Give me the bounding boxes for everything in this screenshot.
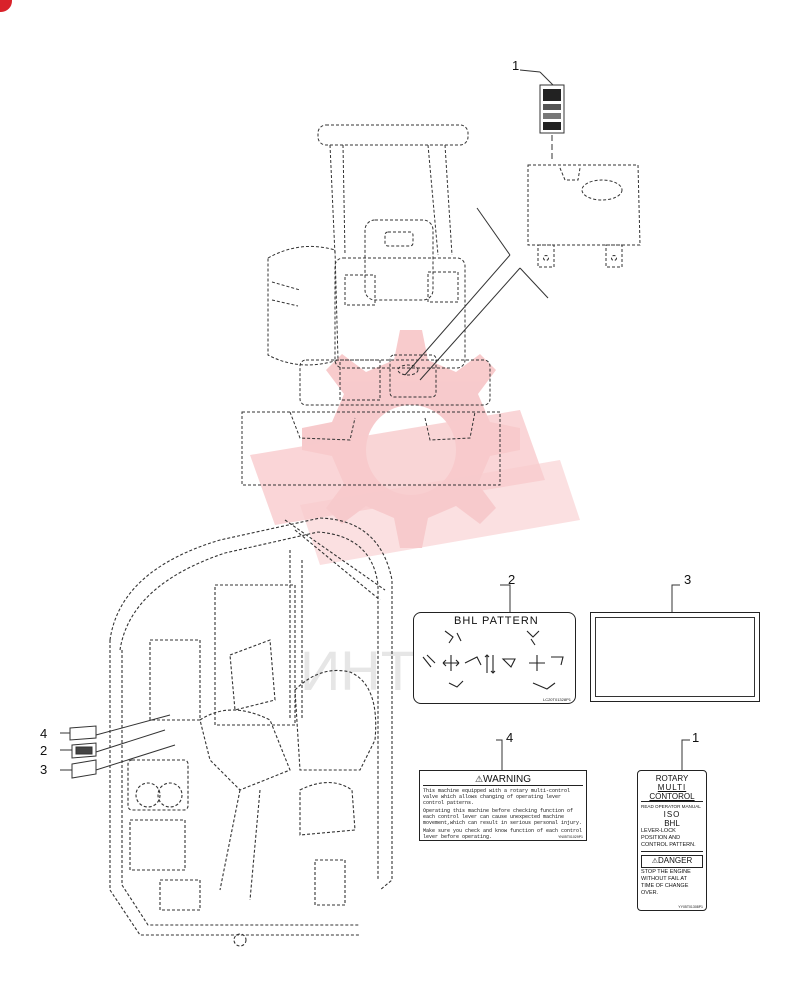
danger-triangle-icon: ⚠: [651, 858, 659, 865]
rotary-line-5: ISO: [663, 810, 681, 819]
rotary-line-7: LEVER-LOCK: [641, 828, 676, 834]
rotary-control-decal: ROTARY MULTI CONTOROL READ OPERATOR MANU…: [637, 770, 707, 911]
callout-cab-3: 3: [40, 762, 48, 777]
bhl-pattern-icons: [422, 630, 564, 690]
rotary-line-6: BHL: [664, 819, 680, 828]
rotary-line-8: POSITION AND: [641, 835, 681, 841]
danger-title: DANGER: [658, 856, 693, 865]
warning-decal: ⚠WARNING This machine equipped with a ro…: [419, 770, 587, 841]
callout-top-decal: 1: [512, 58, 520, 73]
watermark-gear: [250, 330, 580, 565]
warning-title: WARNING: [483, 774, 532, 785]
rotary-line-3: CONTOROL: [641, 792, 703, 802]
rotary-line-1: ROTARY: [655, 774, 689, 783]
bhl-pattern-title: BHL PATTERN: [454, 615, 539, 627]
cab-decal-icons: [69, 725, 97, 779]
callout-rotary-decal: 1: [692, 730, 700, 745]
rotary-part-code: YY05T01308P1: [678, 905, 703, 909]
danger-line-1: STOP THE ENGINE: [641, 869, 691, 875]
rotary-line-9: CONTROL PATTERN.: [641, 842, 703, 852]
callout-cab-4: 4: [40, 726, 48, 741]
callout-blank-decal: 3: [684, 572, 692, 587]
callout-warning-decal: 4: [506, 730, 514, 745]
danger-line-3: TIME OF CHANGE OVER.: [641, 883, 689, 896]
blank-decal: [590, 612, 760, 702]
rotary-line-4: READ OPERATOR MANUAL: [641, 804, 701, 809]
warning-part-code: YN05T01029P1: [558, 835, 583, 839]
bhl-pattern-part-code: LC20T01328P1: [542, 697, 571, 702]
blank-decal-inner: [595, 617, 755, 697]
warning-para-1: This machine equipped with a rotary mult…: [423, 788, 571, 806]
warning-header: ⚠WARNING: [423, 773, 583, 786]
callout-bhl-pattern: 2: [508, 572, 516, 587]
rotary-line-2: MULTI: [657, 783, 687, 792]
warning-triangle-icon: ⚠: [474, 774, 484, 784]
warning-para-2: Operating this machine before checking f…: [423, 808, 583, 826]
bhl-pattern-decal: BHL PATTERN LC20T01328P1: [413, 612, 576, 704]
top-decal-icon: [539, 84, 565, 134]
callout-cab-2: 2: [40, 743, 48, 758]
danger-line-2: WITHOUT FAIL AT: [641, 876, 688, 882]
warning-para-3: Make sure you check and know function of…: [423, 828, 583, 840]
danger-header: ⚠DANGER: [641, 855, 703, 868]
